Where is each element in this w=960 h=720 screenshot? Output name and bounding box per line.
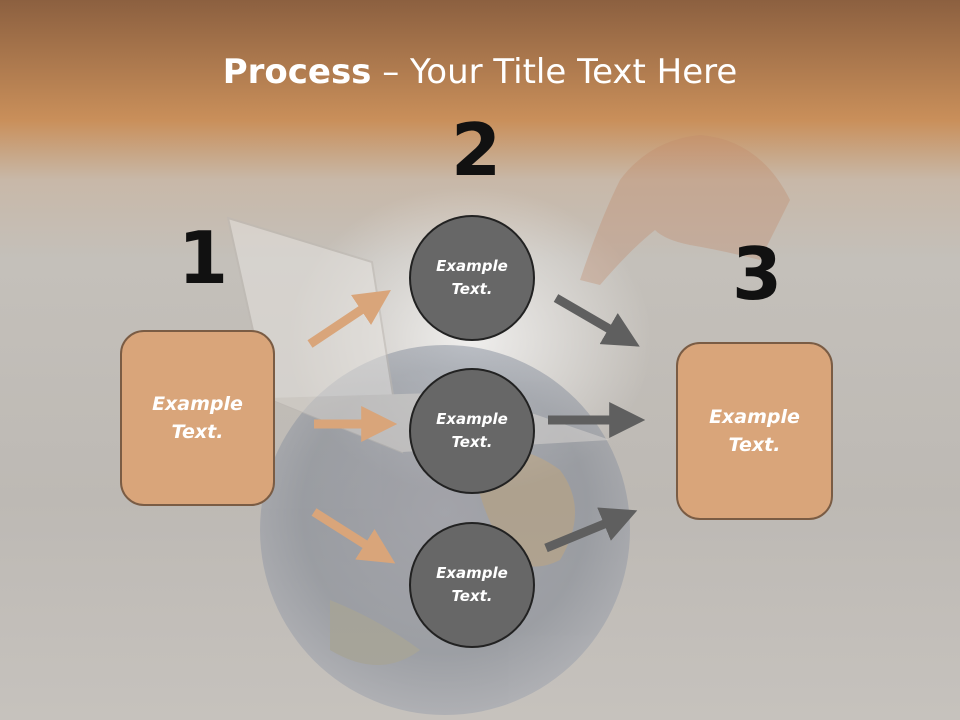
circle-bottom-line1: Example [436,563,508,582]
left-box-line2: Text. [171,421,224,443]
arrow-top-to-right [553,294,640,347]
slide-title: Process – Your Title Text Here [222,52,738,92]
step-number-2: 2 [451,108,502,192]
right-box-line2: Text. [728,434,781,456]
step-number-1: 1 [178,216,229,300]
circle-middle-line2: Text. [451,433,493,451]
circle-top-line1: Example [436,256,508,275]
circle-bottom-line2: Text. [451,587,493,605]
circle-middle-line1: Example [436,409,508,428]
hand-image [580,135,790,285]
right-box-line1: Example [709,405,800,428]
left-box-line1: Example [152,392,243,415]
arrow-bottom-to-right [544,507,638,553]
arrow-left-to-top [307,290,391,348]
arrow-left-to-bottom [311,508,396,564]
step-number-3: 3 [732,232,783,316]
circle-top-line2: Text. [451,280,493,298]
